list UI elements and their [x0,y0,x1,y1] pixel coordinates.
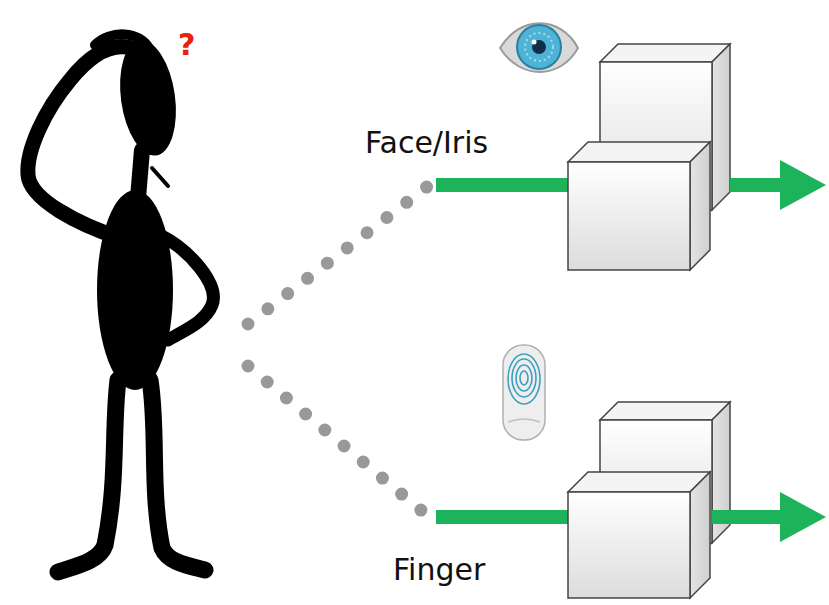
flow-arrow [436,160,826,542]
confused-person [28,34,213,572]
modality-label: Finger [393,553,485,586]
question-mark: ? [178,28,195,61]
processing-box [568,402,730,598]
flow-arrow [712,178,786,524]
dotted-path [248,186,428,516]
eye-icon [500,23,578,72]
fingerprint-icon [503,345,545,440]
modality-label: Face/Iris [365,126,488,159]
processing-box [568,44,730,270]
